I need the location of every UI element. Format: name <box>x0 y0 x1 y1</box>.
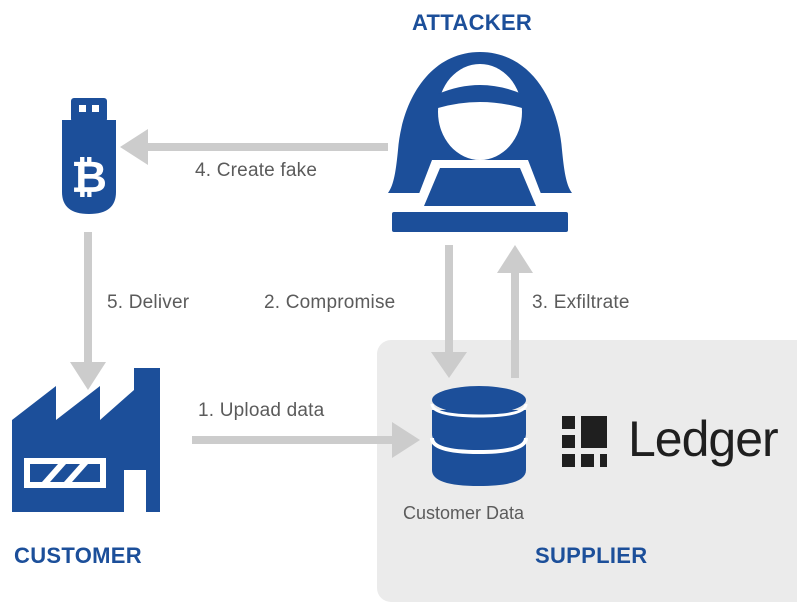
attacker-label: ATTACKER <box>412 10 533 35</box>
step-compromise: 2. Compromise <box>264 292 396 313</box>
arrow-exfiltrate <box>497 245 533 378</box>
database-caption: Customer Data <box>403 503 525 523</box>
ledger-logo-icon <box>562 416 607 467</box>
arrow-create-fake <box>120 129 388 165</box>
factory-icon <box>12 368 160 512</box>
ledger-wordmark: Ledger <box>628 411 779 467</box>
supplier-label: SUPPLIER <box>535 543 648 568</box>
svg-text:₿: ₿ <box>71 153 107 202</box>
hooded-hacker-laptop-icon <box>388 52 572 232</box>
arrow-compromise <box>431 245 467 378</box>
step-deliver: 5. Deliver <box>107 292 190 313</box>
arrow-deliver <box>70 232 106 390</box>
customer-label: CUSTOMER <box>14 543 142 568</box>
arrow-upload <box>192 422 420 458</box>
database-icon <box>430 386 528 486</box>
step-upload: 1. Upload data <box>198 400 325 421</box>
bitcoin-usb-wallet-icon: ₿ <box>62 98 116 214</box>
step-exfiltrate: 3. Exfiltrate <box>532 292 630 313</box>
step-create-fake: 4. Create fake <box>195 160 318 181</box>
